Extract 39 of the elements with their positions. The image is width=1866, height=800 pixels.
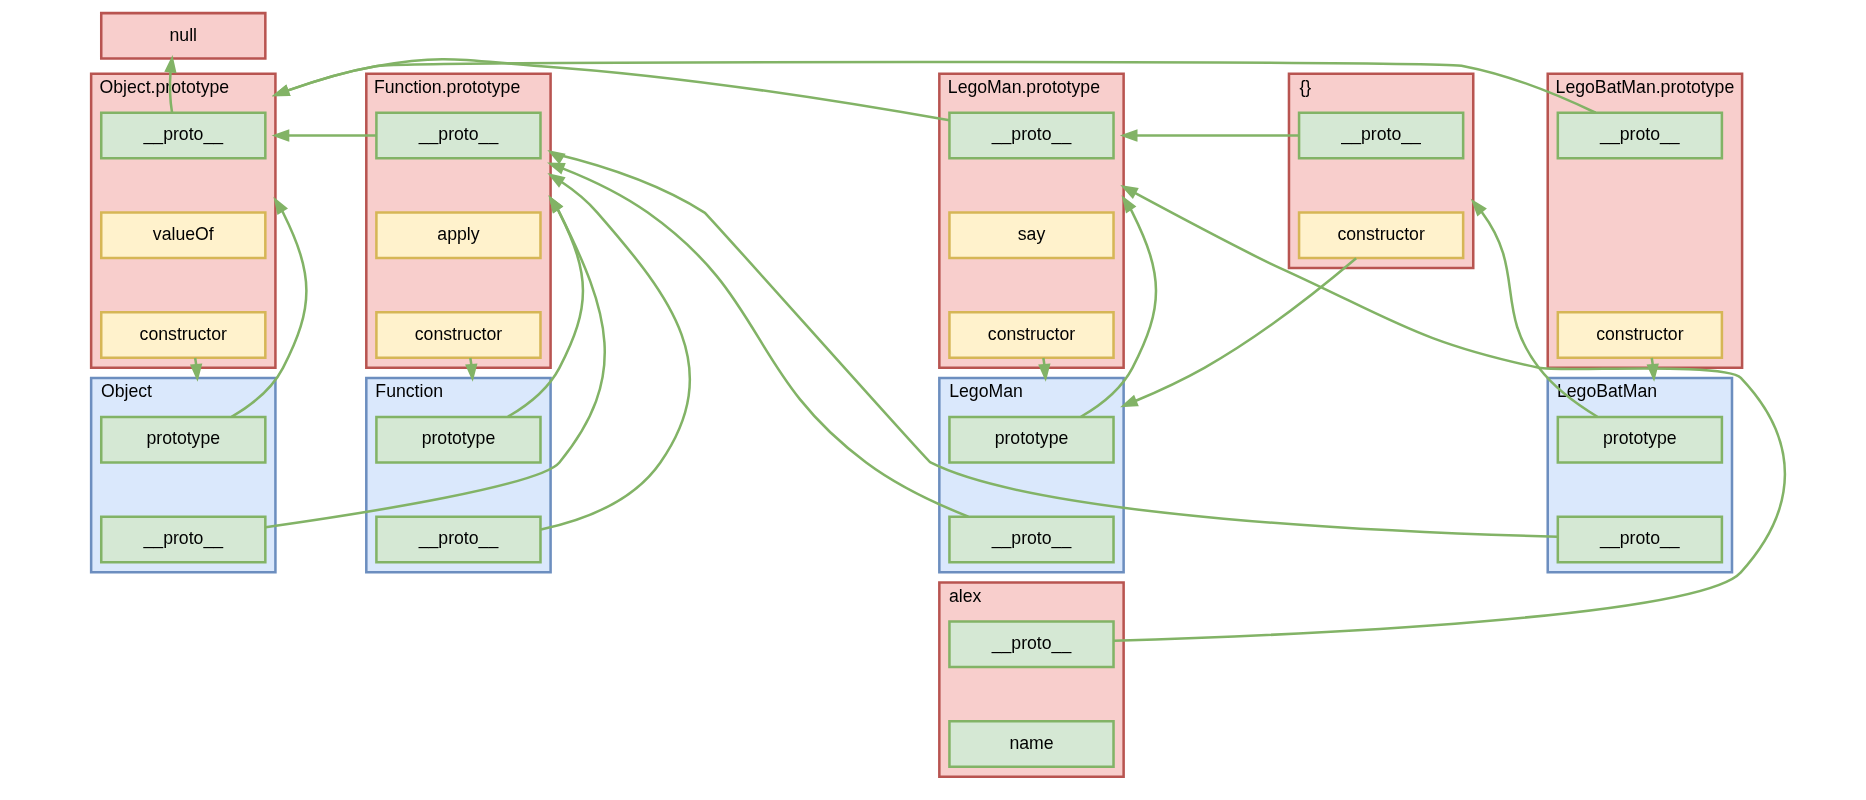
arrow (1080, 195, 1158, 418)
node-box: constructor (948, 311, 1115, 359)
arrow (164, 54, 177, 113)
node-box: constructor (99, 311, 267, 359)
node-box: valueOf (99, 211, 267, 260)
node-box: __proto__ (948, 111, 1115, 160)
node-box: prototype (1556, 415, 1724, 464)
arrow (230, 196, 308, 418)
arrow (547, 149, 1558, 538)
node-box: __proto__ (375, 515, 542, 564)
node-box: __proto__ (99, 111, 267, 160)
node-box: __proto__ (1556, 111, 1724, 160)
node-box: __proto__ (99, 515, 267, 564)
arrow (1120, 257, 1357, 408)
arrow (507, 195, 585, 418)
node-box: __proto__ (948, 515, 1115, 564)
node-box: null (99, 11, 267, 60)
arrow (271, 129, 377, 142)
node-box: apply (375, 211, 542, 260)
arrow (1119, 129, 1299, 142)
node-box: say (948, 211, 1115, 260)
node-box: name (948, 719, 1115, 768)
node-box: constructor (1556, 311, 1724, 359)
node-box: __proto__ (1297, 111, 1465, 160)
node-box: __proto__ (1556, 515, 1724, 564)
node-box: __proto__ (948, 620, 1115, 669)
node-box: prototype (99, 415, 267, 464)
arrow (1470, 198, 1599, 418)
arrow (271, 57, 950, 122)
arrow (1113, 185, 1786, 643)
arrow (265, 195, 606, 529)
node-box: prototype (948, 415, 1115, 464)
arrow (271, 60, 1597, 114)
node-box: prototype (375, 415, 542, 464)
arrow (547, 162, 969, 518)
node-box: constructor (375, 311, 542, 359)
node-box: constructor (1297, 211, 1465, 260)
arrow (540, 173, 691, 531)
node-box: __proto__ (375, 111, 542, 160)
